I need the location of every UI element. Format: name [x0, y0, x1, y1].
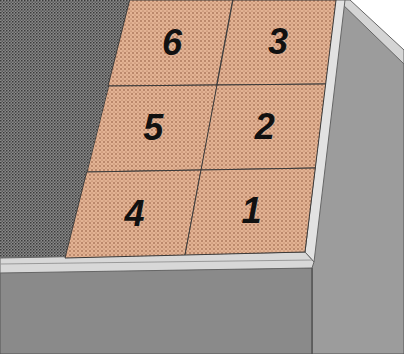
gable-trim	[338, 0, 404, 64]
roof-panel: 3	[217, 0, 336, 85]
roof-panel: 4	[65, 170, 201, 258]
roof-panel: 2	[201, 84, 326, 170]
roof-panel: 6	[108, 0, 233, 86]
callout-number: 4	[124, 196, 144, 232]
roof-panel: 1	[185, 168, 315, 255]
eave-edge	[0, 260, 312, 264]
callout-number: 5	[143, 110, 163, 146]
roof-panel: 5	[87, 85, 217, 172]
callout-number: 3	[268, 24, 288, 60]
callout-number: 6	[162, 25, 182, 61]
wall-corner	[312, 268, 313, 354]
callout-number: 2	[255, 109, 275, 145]
front-wall	[0, 268, 312, 354]
callout-number: 1	[242, 193, 262, 229]
